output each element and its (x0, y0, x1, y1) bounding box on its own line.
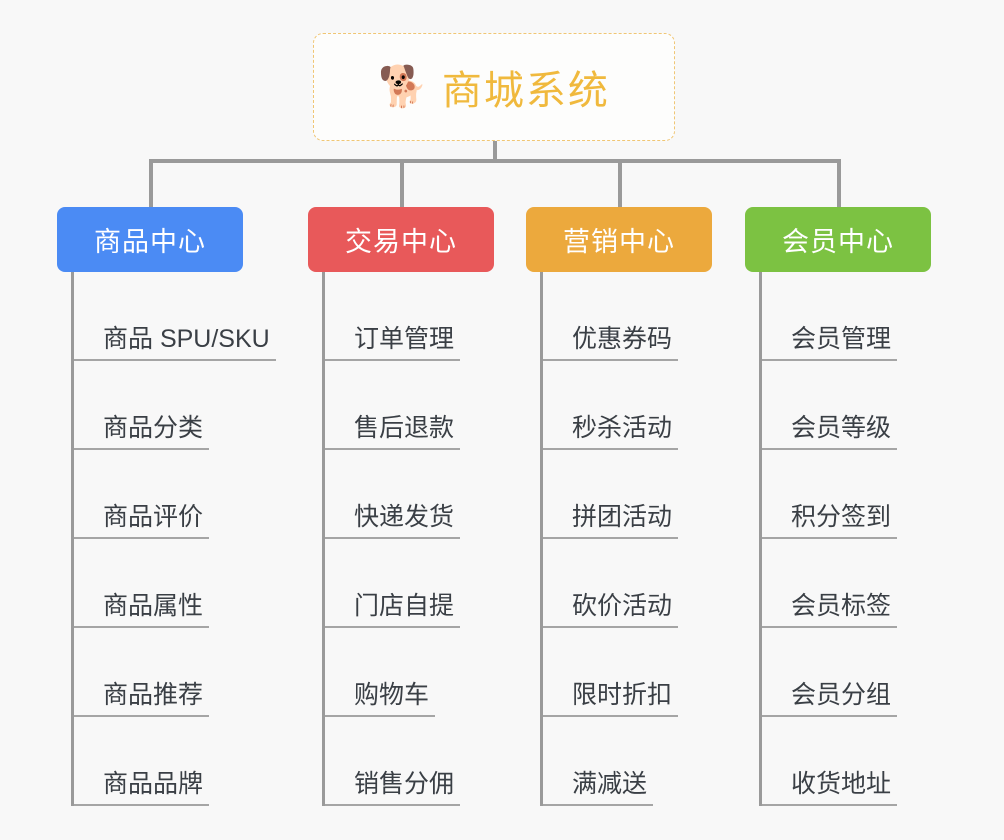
leaf-underline (325, 359, 460, 361)
leaf-label: 积分签到 (791, 503, 892, 531)
branch-column-0: 商品中心 商品 SPU/SKU 商品分类 商品评价 商品属性 商品推荐 商品品牌 (57, 207, 347, 806)
leaf-item[interactable]: 限时折扣 (543, 628, 786, 717)
leaf-underline (543, 448, 678, 450)
leaf-underline (325, 715, 435, 717)
leaf-label: 订单管理 (354, 325, 455, 353)
connector-drop-2 (618, 159, 622, 208)
leaf-label: 门店自提 (354, 592, 455, 620)
leaf-underline (543, 626, 678, 628)
leaf-label: 砍价活动 (572, 592, 673, 620)
leaf-item[interactable]: 购物车 (325, 628, 568, 717)
leaf-label: 会员分组 (791, 681, 892, 709)
leaf-item[interactable]: 优惠券码 (543, 272, 786, 361)
leaf-underline (543, 715, 678, 717)
leaf-label: 销售分佣 (354, 770, 455, 798)
leaf-item[interactable]: 商品分类 (74, 361, 347, 450)
root-node[interactable]: 🐕 商城系统 (313, 33, 675, 141)
leaf-item[interactable]: 快递发货 (325, 450, 568, 539)
leaf-underline (74, 626, 209, 628)
leaf-item[interactable]: 会员管理 (762, 272, 1004, 361)
category-header-1[interactable]: 交易中心 (308, 207, 494, 272)
leaf-underline (325, 626, 460, 628)
leaf-list-0: 商品 SPU/SKU 商品分类 商品评价 商品属性 商品推荐 商品品牌 (71, 272, 347, 806)
connector-root-stem (493, 141, 497, 163)
leaf-underline (74, 715, 209, 717)
leaf-item[interactable]: 拼团活动 (543, 450, 786, 539)
leaf-underline (762, 448, 897, 450)
leaf-item[interactable]: 门店自提 (325, 539, 568, 628)
leaf-label: 商品分类 (103, 414, 204, 442)
leaf-underline (325, 804, 460, 806)
leaf-underline (74, 359, 276, 361)
category-header-3[interactable]: 会员中心 (745, 207, 931, 272)
leaf-label: 商品推荐 (103, 681, 204, 709)
leaf-item[interactable]: 满减送 (543, 717, 786, 806)
connector-drop-1 (400, 159, 404, 208)
leaf-item[interactable]: 售后退款 (325, 361, 568, 450)
leaf-list-2: 优惠券码 秒杀活动 拼团活动 砍价活动 限时折扣 满减送 (540, 272, 786, 806)
leaf-underline (762, 359, 897, 361)
leaf-label: 优惠券码 (572, 325, 673, 353)
leaf-underline (325, 448, 460, 450)
root-title: 商城系统 (441, 69, 610, 113)
leaf-item[interactable]: 订单管理 (325, 272, 568, 361)
leaf-underline (543, 804, 653, 806)
leaf-item[interactable]: 秒杀活动 (543, 361, 786, 450)
category-header-2[interactable]: 营销中心 (526, 207, 712, 272)
leaf-item[interactable]: 商品品牌 (74, 717, 347, 806)
leaf-label: 商品 SPU/SKU (103, 325, 270, 353)
leaf-label: 限时折扣 (572, 681, 673, 709)
leaf-label: 收货地址 (791, 770, 892, 798)
leaf-list-1: 订单管理 售后退款 快递发货 门店自提 购物车 销售分佣 (322, 272, 568, 806)
leaf-label: 商品品牌 (103, 770, 204, 798)
branch-column-1: 交易中心 订单管理 售后退款 快递发货 门店自提 购物车 销售分佣 (308, 207, 568, 806)
shiba-dog-face-icon: 🐕 (378, 65, 428, 109)
branch-column-3: 会员中心 会员管理 会员等级 积分签到 会员标签 会员分组 收货地址 (745, 207, 1004, 806)
leaf-item[interactable]: 收货地址 (762, 717, 1004, 806)
leaf-item[interactable]: 销售分佣 (325, 717, 568, 806)
leaf-label: 会员管理 (791, 325, 892, 353)
leaf-item[interactable]: 商品推荐 (74, 628, 347, 717)
leaf-label: 购物车 (354, 681, 430, 709)
leaf-underline (543, 537, 678, 539)
leaf-label: 满减送 (572, 770, 648, 798)
leaf-label: 商品属性 (103, 592, 204, 620)
leaf-item[interactable]: 会员等级 (762, 361, 1004, 450)
leaf-underline (762, 626, 897, 628)
leaf-item[interactable]: 砍价活动 (543, 539, 786, 628)
leaf-label: 秒杀活动 (572, 414, 673, 442)
leaf-underline (543, 359, 678, 361)
category-header-0[interactable]: 商品中心 (57, 207, 243, 272)
leaf-item[interactable]: 商品 SPU/SKU (74, 272, 347, 361)
leaf-label: 快递发货 (354, 503, 455, 531)
leaf-label: 会员等级 (791, 414, 892, 442)
leaf-item[interactable]: 商品属性 (74, 539, 347, 628)
leaf-underline (74, 537, 209, 539)
leaf-underline (325, 537, 460, 539)
leaf-underline (74, 804, 209, 806)
leaf-item[interactable]: 商品评价 (74, 450, 347, 539)
connector-drop-3 (837, 159, 841, 208)
leaf-label: 拼团活动 (572, 503, 673, 531)
leaf-list-3: 会员管理 会员等级 积分签到 会员标签 会员分组 收货地址 (759, 272, 1004, 806)
connector-drop-0 (149, 159, 153, 208)
leaf-label: 会员标签 (791, 592, 892, 620)
leaf-underline (762, 715, 897, 717)
leaf-underline (74, 448, 209, 450)
leaf-item[interactable]: 积分签到 (762, 450, 1004, 539)
leaf-label: 售后退款 (354, 414, 455, 442)
leaf-item[interactable]: 会员分组 (762, 628, 1004, 717)
leaf-underline (762, 537, 897, 539)
connector-horizontal-bus (149, 159, 841, 163)
leaf-label: 商品评价 (103, 503, 204, 531)
leaf-underline (762, 804, 897, 806)
leaf-item[interactable]: 会员标签 (762, 539, 1004, 628)
branch-column-2: 营销中心 优惠券码 秒杀活动 拼团活动 砍价活动 限时折扣 满减送 (526, 207, 786, 806)
